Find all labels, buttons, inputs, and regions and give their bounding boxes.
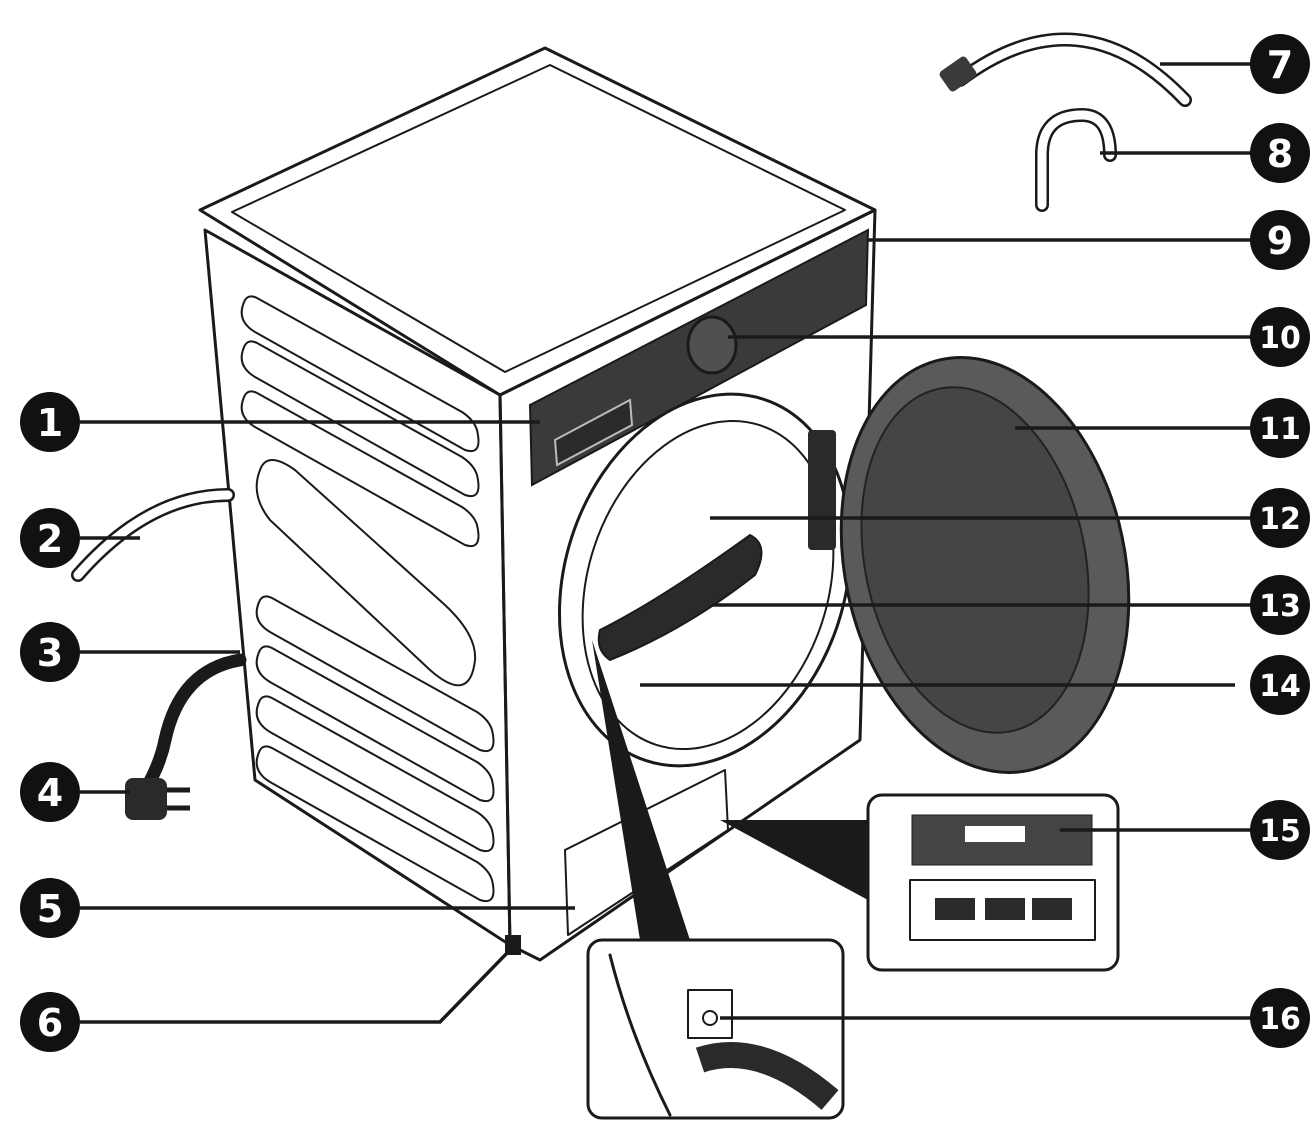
callout-3: 3 xyxy=(20,622,80,682)
callout-12: 12 xyxy=(1250,488,1310,548)
callout-16-label: 16 xyxy=(1259,1002,1301,1037)
callout-11-label: 11 xyxy=(1259,412,1301,447)
callout-5: 5 xyxy=(20,878,80,938)
callout-16: 16 xyxy=(1250,988,1310,1048)
callout-14: 14 xyxy=(1250,655,1310,715)
power-plug xyxy=(125,778,167,820)
callout-1-label: 1 xyxy=(37,401,63,445)
callout-2: 2 xyxy=(20,508,80,568)
side-ribs xyxy=(242,296,494,901)
callout-2-label: 2 xyxy=(37,517,63,561)
callout-6: 6 xyxy=(20,992,80,1052)
callout-11: 11 xyxy=(1250,398,1310,458)
callout-9-label: 9 xyxy=(1267,219,1293,263)
callout-10: 10 xyxy=(1250,307,1310,367)
callout-9: 9 xyxy=(1250,210,1310,270)
callout-4-label: 4 xyxy=(37,771,63,815)
lint-filter xyxy=(599,535,762,660)
callout-7: 7 xyxy=(1250,34,1310,94)
dryer-illustration xyxy=(78,40,1185,1119)
callout-3-label: 3 xyxy=(37,631,63,675)
callout-1: 1 xyxy=(20,392,80,452)
callout-7-label: 7 xyxy=(1267,43,1293,87)
callout-10-label: 10 xyxy=(1259,321,1301,356)
callout-8: 8 xyxy=(1250,123,1310,183)
callout-13-label: 13 xyxy=(1259,589,1301,624)
callout-8-label: 8 xyxy=(1267,132,1293,176)
program-knob xyxy=(688,317,736,373)
callout-15: 15 xyxy=(1250,800,1310,860)
callout-12-label: 12 xyxy=(1259,502,1301,537)
callout-4: 4 xyxy=(20,762,80,822)
drain-hose xyxy=(78,495,228,575)
side-panel xyxy=(205,230,510,945)
callout-15-label: 15 xyxy=(1259,814,1301,849)
power-cord xyxy=(145,660,240,790)
callout-14-label: 14 xyxy=(1259,669,1301,704)
callout-13: 13 xyxy=(1250,575,1310,635)
callout-6-label: 6 xyxy=(37,1001,63,1045)
callout-5-label: 5 xyxy=(37,887,63,931)
